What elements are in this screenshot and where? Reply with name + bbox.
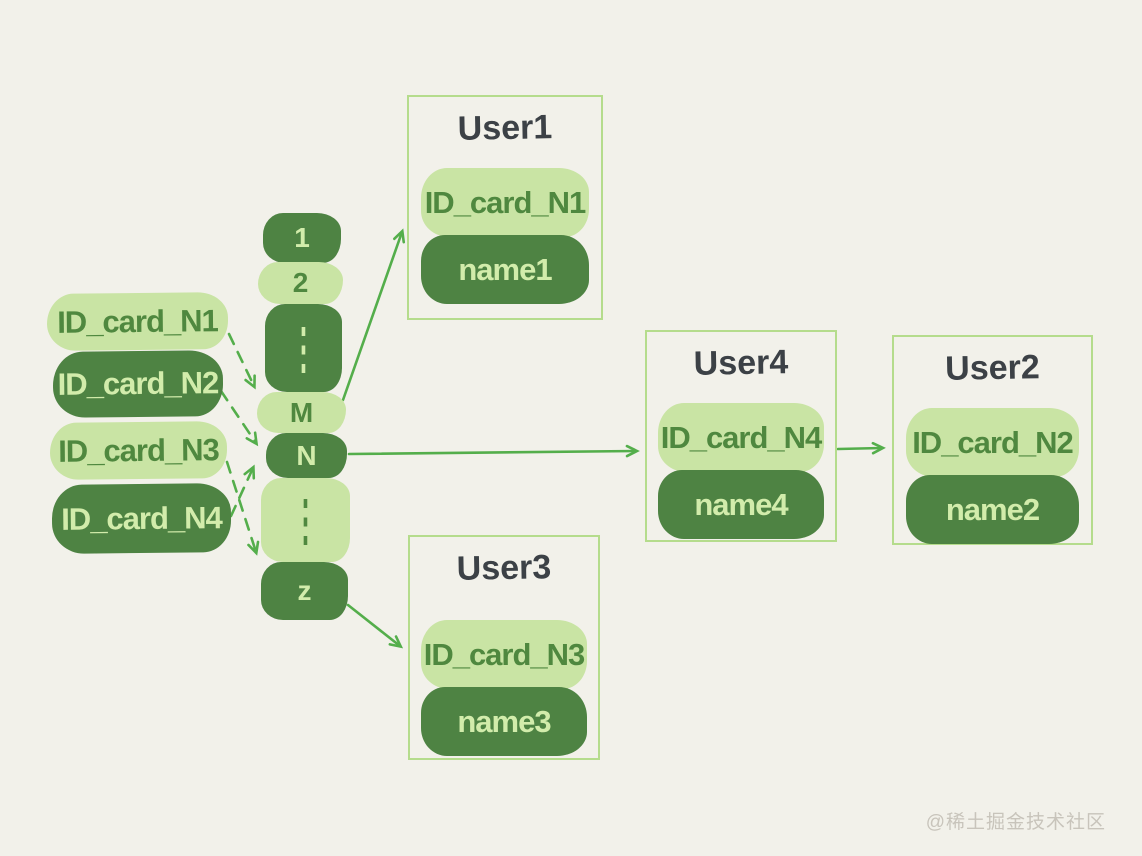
user1-id-label: ID_card_N1	[424, 184, 587, 220]
bucket-label: 2	[292, 267, 309, 298]
user4-id-pill: ID_card_N4	[658, 403, 824, 472]
user1-title: User1	[457, 108, 553, 148]
user3-title: User3	[456, 548, 552, 588]
user4-name-pill: name4	[658, 470, 824, 539]
key-pill-id-card-n4: ID_card_N4	[51, 483, 232, 554]
bucket-label: M	[289, 396, 314, 428]
key-pill-id-card-n1: ID_card_N1	[46, 292, 229, 351]
bucket-cell-z: z	[261, 562, 348, 620]
user3-name-pill: name3	[421, 687, 587, 756]
user3-fields: ID_card_N3 name3	[410, 620, 598, 756]
user2-id-pill: ID_card_N2	[905, 408, 1080, 477]
arrow-idcardn3-to-bucket-z	[225, 460, 260, 556]
arrow-idcardn1-to-bucket-m	[227, 332, 256, 390]
bucket-label: 1	[294, 222, 310, 253]
arrow-user4-to-user2	[836, 441, 886, 455]
user3-id-pill: ID_card_N3	[421, 620, 587, 689]
key-label: ID_card_N4	[61, 499, 222, 537]
user2-fields: ID_card_N2 name2	[894, 408, 1091, 544]
arrow-bucket-z-to-user3	[346, 603, 404, 649]
bucket-label: z	[297, 575, 312, 606]
user4-id-label: ID_card_N4	[660, 419, 823, 455]
user3-id-label: ID_card_N3	[423, 636, 586, 672]
key-label: ID_card_N3	[58, 431, 219, 469]
user4-name-label: name4	[694, 486, 788, 522]
bucket-cell-ellipsis-top: ⋮	[265, 304, 342, 392]
key-label: ID_card_N1	[57, 302, 218, 340]
user1-box: User1 ID_card_N1 name1	[407, 95, 603, 320]
user4-box: User4 ID_card_N4 name4	[645, 330, 837, 542]
arrow-bucket-n-to-user4	[347, 444, 640, 458]
bucket-label: N	[296, 439, 317, 471]
user2-name-pill: name2	[905, 475, 1080, 544]
bucket-cell-m: M	[257, 392, 346, 433]
user2-id-label: ID_card_N2	[912, 424, 1074, 460]
user3-box: User3 ID_card_N3 name3	[408, 535, 600, 760]
key-label: ID_card_N2	[57, 365, 219, 402]
arrow-idcardn4-to-bucket-n	[229, 464, 256, 518]
user2-box: User2 ID_card_N2 name2	[892, 335, 1093, 545]
watermark: @稀土掘金技术社区	[925, 812, 1106, 833]
user1-fields: ID_card_N1 name1	[409, 168, 601, 304]
user2-title: User2	[944, 348, 1041, 388]
bucket-cell-2: 2	[258, 262, 343, 304]
vertical-dots-icon: ⋮	[292, 488, 319, 552]
user1-name-label: name1	[458, 251, 552, 287]
user1-name-pill: name1	[420, 235, 590, 304]
user4-title: User4	[693, 343, 789, 383]
user4-fields: ID_card_N4 name4	[647, 403, 835, 539]
user1-id-pill: ID_card_N1	[420, 168, 590, 237]
user3-name-label: name3	[457, 703, 551, 739]
key-pill-id-card-n3: ID_card_N3	[49, 421, 228, 480]
arrow-bucket-m-to-user1	[341, 228, 406, 402]
vertical-dots-icon: ⋮	[290, 316, 317, 380]
bucket-cell-ellipsis-bottom: ⋮	[261, 478, 350, 562]
arrow-idcardn2-to-bucket-n	[219, 389, 259, 447]
bucket-cell-1: 1	[263, 213, 341, 263]
user2-name-label: name2	[945, 491, 1040, 527]
key-pill-id-card-n2: ID_card_N2	[52, 350, 224, 418]
bucket-cell-n: N	[266, 433, 347, 478]
